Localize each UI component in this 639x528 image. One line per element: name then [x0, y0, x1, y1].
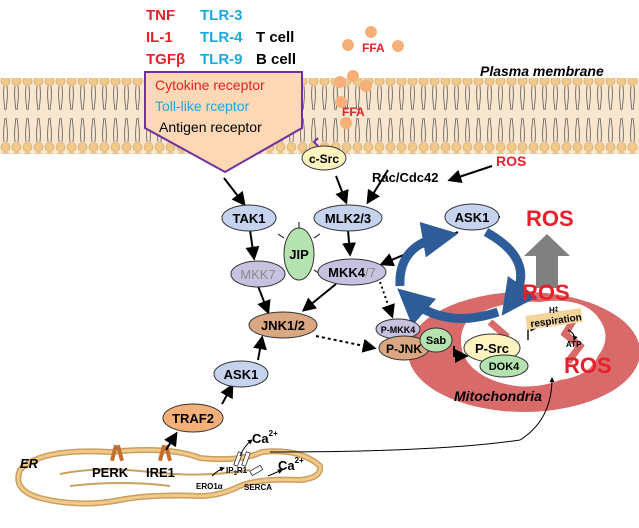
node-ask1-top	[444, 203, 500, 231]
ffa-label-top: FFA	[362, 41, 385, 55]
ffa-label-membrane: FFA	[342, 105, 365, 119]
h-plus-label: H+	[549, 306, 559, 315]
er-label: ER	[20, 456, 39, 471]
mitochondria-label: Mitochondria	[454, 388, 542, 404]
ligand-b-cell: B cell	[256, 51, 296, 68]
node-mkk7	[230, 260, 286, 288]
perk-receptor	[109, 444, 125, 462]
ros-top-label: ROS	[496, 153, 526, 169]
plasma-membrane	[0, 78, 639, 154]
serca-pump	[249, 464, 264, 477]
ligand-tlr3: TLR-3	[200, 7, 243, 24]
ip3r1-channel	[233, 451, 251, 467]
node-ask1-bottom	[213, 360, 269, 388]
ligand-tnf: TNF	[146, 7, 175, 24]
h-plus-main: H	[549, 306, 555, 315]
mkk4-label: MKK4/7	[328, 265, 376, 280]
ero1a-label: ERO1α	[196, 482, 223, 491]
dok4-label: DOK4	[489, 361, 520, 373]
calcium-1-main: Ca	[252, 431, 269, 446]
calcium-1-sup: 2+	[269, 429, 278, 438]
ip3r1-label: IP3R1	[226, 466, 248, 477]
calcium-2-sup: 2+	[295, 456, 304, 465]
perk-label: PERK	[92, 465, 129, 480]
serca-label: SERCA	[244, 483, 272, 492]
receptor-tlr: Toll-like rceptor	[155, 98, 249, 114]
pjnk-label: P-JNK	[386, 342, 422, 356]
rac-cdc42-label: Rac/Cdc42	[372, 170, 438, 185]
ask1-bottom-label: ASK1	[224, 367, 259, 382]
jip-label: JIP	[289, 247, 309, 262]
ire1-label: IRE1	[146, 465, 175, 480]
ip3r1-sub: 3	[234, 471, 238, 477]
node-tak1	[221, 204, 277, 232]
traf2-label: TRAF2	[172, 411, 214, 426]
receptor-complex	[144, 71, 303, 174]
respiration-box	[525, 308, 583, 330]
calcium-label-1: Ca2+	[252, 429, 278, 446]
ros-ask1-label: ROS	[526, 206, 574, 231]
receptor-cytokine: Cytokine receptor	[155, 77, 265, 93]
node-dok4	[479, 354, 529, 378]
mkk7-label: MKK7	[240, 267, 275, 282]
csrc-label: c-Src	[309, 152, 339, 166]
ffa-particles	[334, 26, 404, 129]
ask1-top-label: ASK1	[455, 210, 490, 225]
node-csrc	[301, 137, 347, 171]
ros-cycle-arrow	[395, 221, 538, 326]
ros-mito-top-label: ROS	[522, 280, 570, 305]
sab-label: Sab	[426, 335, 446, 347]
node-mkk4	[317, 258, 387, 286]
ligand-tlr4: TLR-4	[200, 29, 243, 46]
receptor-antigen: Antigen receptor	[159, 119, 262, 135]
ligand-tlr9: TLR-9	[200, 51, 243, 68]
h-plus-sup: +	[555, 306, 559, 312]
ligand-t-cell: T cell	[256, 29, 294, 46]
node-jnk	[248, 311, 318, 339]
atp-label: ATP	[566, 340, 582, 349]
tak1-label: TAK1	[233, 211, 266, 226]
ip3r1-main: IP	[226, 466, 234, 475]
node-traf2	[162, 403, 224, 433]
mlk-label: MLK2/3	[325, 211, 371, 226]
node-sab	[419, 327, 453, 353]
ros-release-arrow	[524, 234, 570, 288]
jnk-label: JNK1/2	[261, 318, 305, 333]
ligand-tgfb: TGFβ	[146, 51, 185, 68]
pmkk4-label: P-MKK4	[381, 325, 416, 335]
ip3r1-end: R1	[237, 466, 248, 475]
mkk4-label-slash7: /7	[365, 265, 376, 280]
ligand-il1: IL-1	[146, 29, 173, 46]
psrc-label: P-Src	[475, 341, 509, 356]
node-mlk	[313, 204, 383, 232]
calcium-2-main: Ca	[278, 458, 295, 473]
mkk4-label-main: MKK4	[328, 265, 366, 280]
ros-mito-bottom-label: ROS	[564, 353, 612, 378]
calcium-label-2: Ca2+	[278, 456, 304, 473]
plasma-membrane-label: Plasma membrane	[480, 63, 604, 79]
